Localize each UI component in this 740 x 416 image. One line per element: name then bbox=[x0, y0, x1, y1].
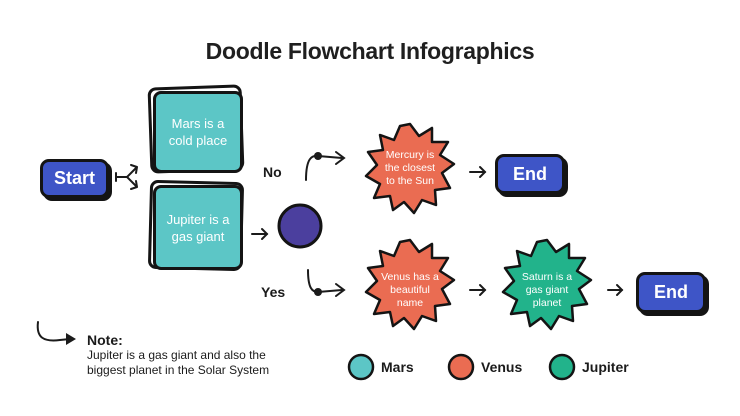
note-arrowhead bbox=[66, 333, 76, 345]
saturn-star-text: Saturn is a gas giant planet bbox=[521, 270, 573, 309]
note-arrow-icon bbox=[36, 321, 71, 342]
venus-star bbox=[364, 238, 456, 331]
end-bottom-label: End bbox=[654, 282, 688, 302]
decision-circle bbox=[277, 203, 323, 249]
end-button-top[interactable]: End bbox=[495, 154, 565, 194]
no-branch-arrow bbox=[305, 151, 346, 181]
no-branch-dot bbox=[314, 152, 322, 160]
legend-jupiter-label: Jupiter bbox=[582, 359, 629, 375]
legend-mars-label: Mars bbox=[381, 359, 414, 375]
page-title: Doodle Flowchart Infographics bbox=[205, 38, 535, 64]
mars-box: Mars is a cold place bbox=[153, 91, 243, 173]
yes-branch-arrow bbox=[307, 269, 346, 297]
yes-label: Yes bbox=[261, 284, 286, 300]
fork-arrow-icon bbox=[115, 164, 138, 190]
saturn-star bbox=[501, 238, 593, 331]
end-button-bottom[interactable]: End bbox=[636, 272, 706, 313]
legend-mars-dot bbox=[347, 353, 375, 381]
arrow-saturn-end bbox=[607, 284, 624, 296]
yes-branch-dot bbox=[314, 288, 322, 296]
legend-venus-label: Venus bbox=[481, 359, 523, 375]
jupiter-box-text: Jupiter is a gas giant bbox=[166, 211, 230, 244]
arrow-to-decision bbox=[251, 228, 269, 240]
note-body: Jupiter is a gas giant and also the bigg… bbox=[87, 348, 270, 377]
start-button[interactable]: Start bbox=[40, 159, 109, 198]
start-label: Start bbox=[53, 168, 95, 188]
note-block: Note: Jupiter is a gas giant and also th… bbox=[87, 332, 292, 378]
no-label: No bbox=[263, 164, 282, 180]
note-title: Note: bbox=[87, 332, 123, 348]
venus-star-text: Venus has a beautiful name bbox=[381, 270, 439, 309]
arrow-mercury-end bbox=[469, 166, 487, 178]
mercury-star-text: Mercury is the closest to the Sun bbox=[384, 148, 436, 187]
jupiter-box: Jupiter is a gas giant bbox=[153, 185, 243, 270]
mars-box-text: Mars is a cold place bbox=[168, 116, 228, 148]
mercury-star bbox=[364, 122, 456, 215]
legend-venus-dot bbox=[447, 353, 475, 381]
end-top-label: End bbox=[513, 163, 547, 184]
legend-jupiter-dot bbox=[548, 353, 576, 381]
arrow-venus-saturn bbox=[469, 284, 487, 296]
